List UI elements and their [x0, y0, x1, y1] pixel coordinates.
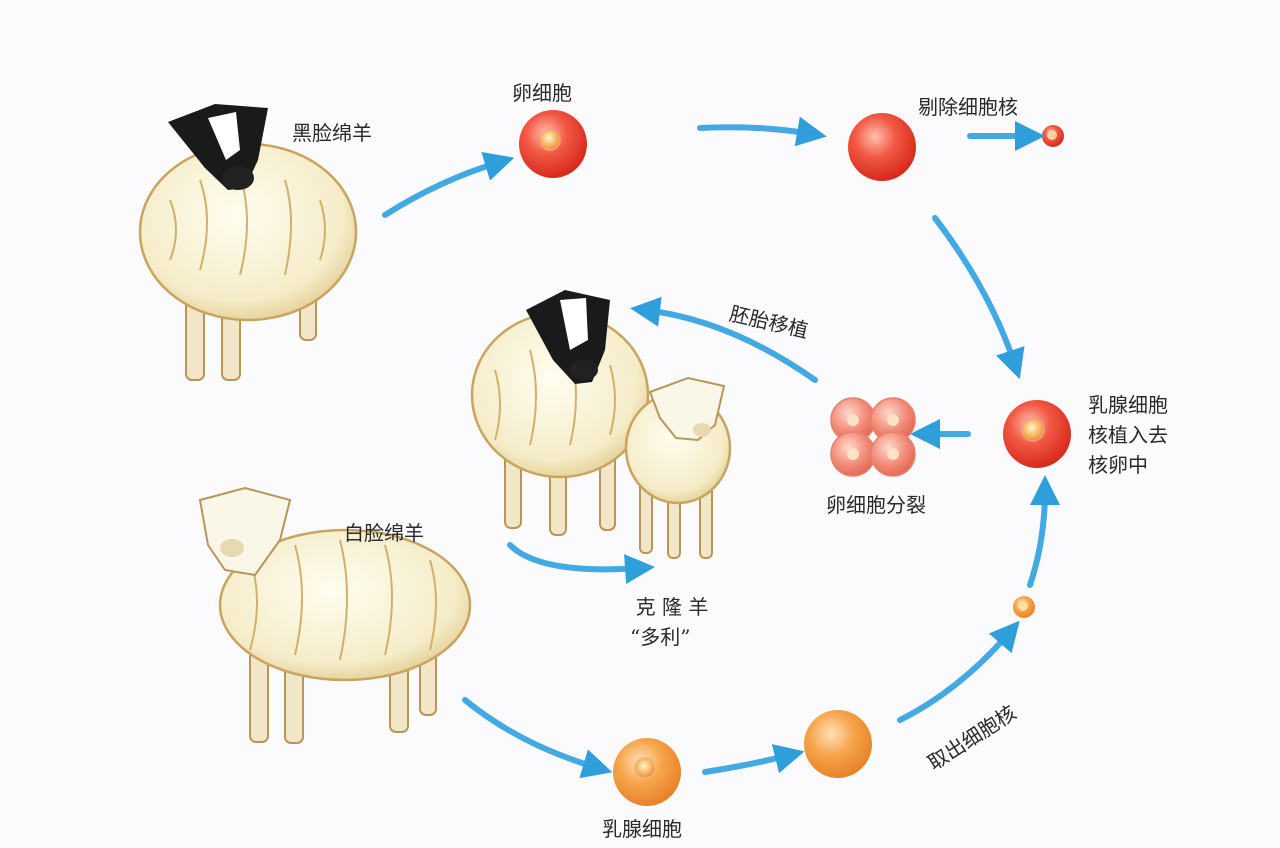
extracted-nucleus [1013, 596, 1035, 618]
label-cloned-sheep-line1: 克 隆 羊 [635, 595, 709, 619]
arrow-white-sheep-to-mammary [462, 697, 613, 779]
label-implant-line2: 核植入去 [1088, 423, 1168, 447]
mammary-cell [613, 738, 681, 806]
label-white-face-sheep: 白脸绵羊 [344, 521, 424, 545]
arrow-extract-nucleus [897, 620, 1020, 723]
label-egg-cell: 卵细胞 [512, 81, 572, 105]
arrow-sheep-to-egg [382, 151, 515, 218]
arrow-embryo-transfer [630, 296, 818, 383]
label-cloned-sheep-line2: “多利” [630, 625, 691, 649]
egg-cell [519, 110, 587, 178]
label-implant-line3: 核卵中 [1088, 453, 1148, 477]
white-face-sheep-illustration [198, 486, 472, 744]
arrow-nucleus-to-implant [1027, 475, 1060, 588]
reconstructed-egg-cell [1003, 400, 1071, 468]
dividing-egg-cell [830, 397, 916, 477]
arrow-enucleated-to-implant [932, 215, 1025, 380]
arrow-egg-to-enucleate [697, 116, 827, 147]
black-face-sheep-illustration [138, 104, 358, 381]
removed-nucleus [1042, 125, 1064, 147]
label-remove-nucleus: 剔除细胞核 [918, 95, 1018, 119]
label-black-face-sheep: 黑脸绵羊 [292, 121, 372, 145]
label-mammary-cell: 乳腺细胞 [602, 817, 682, 841]
enucleated-egg-cell [848, 113, 916, 181]
arrow-mammary-to-cytoplasm [702, 744, 805, 775]
mammary-cell-cytoplasm [804, 710, 872, 778]
label-implant-line1: 乳腺细胞 [1088, 393, 1168, 417]
dolly-and-mother-illustration [470, 290, 732, 559]
label-egg-division: 卵细胞分裂 [826, 493, 926, 517]
arrow-mother-to-dolly [507, 542, 655, 585]
